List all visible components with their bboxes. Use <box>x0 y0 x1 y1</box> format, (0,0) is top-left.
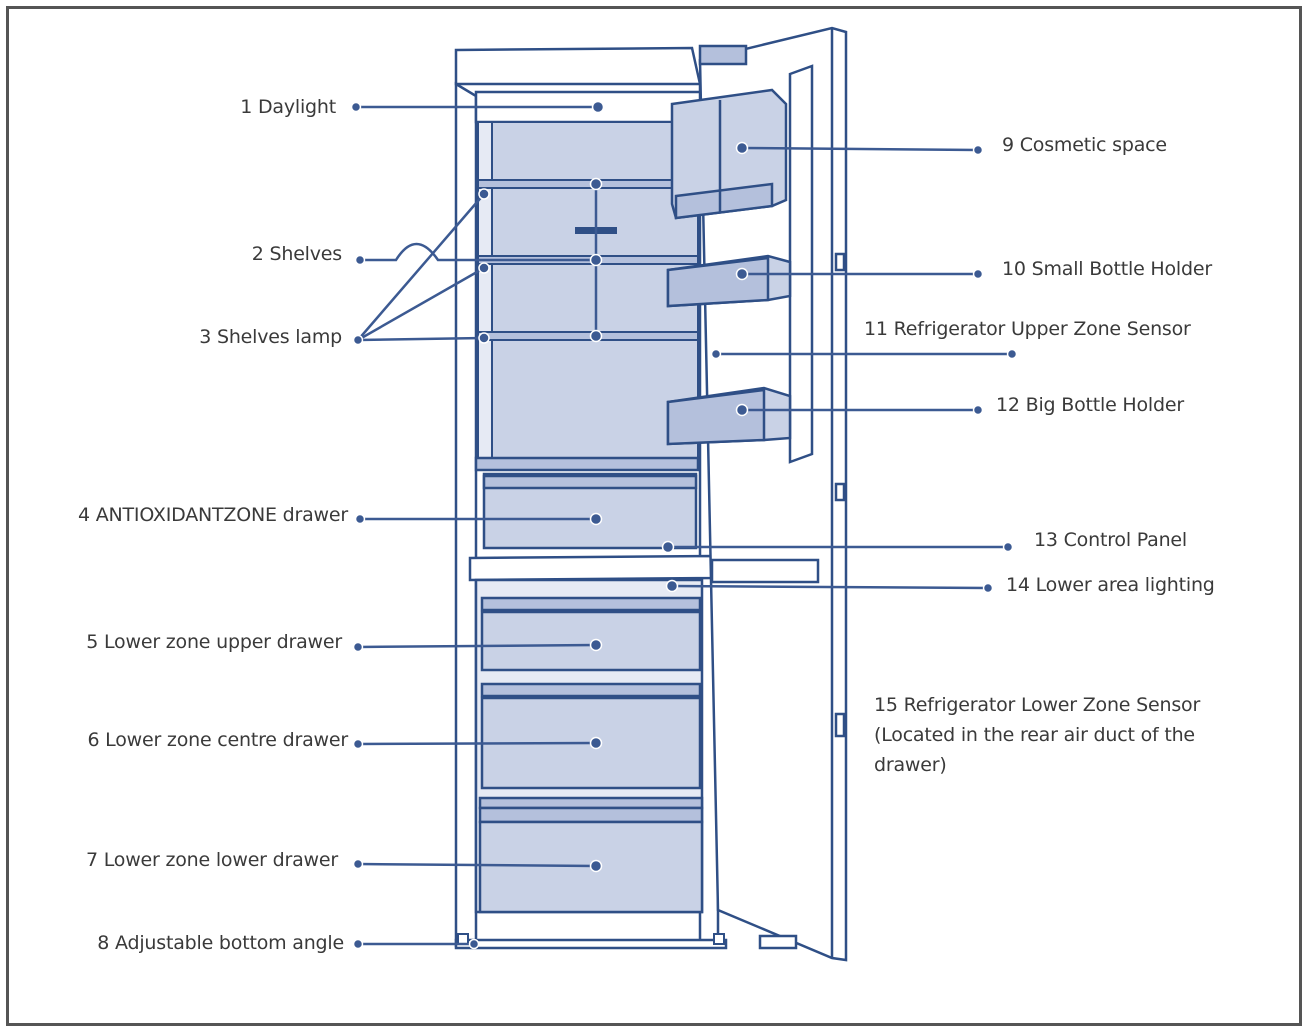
upper-compartment <box>477 121 699 459</box>
label-lower-centre-drawer: 6 Lower zone centre drawer <box>87 729 348 751</box>
label-daylight: 1 Daylight <box>240 96 336 118</box>
divider-bar <box>468 554 714 582</box>
leader-dots <box>350 100 1018 950</box>
label-big-bottle-holder: 12 Big Bottle Holder <box>996 394 1184 416</box>
label-antioxidant-drawer: 4 ANTIOXIDANTZONE drawer <box>77 504 348 526</box>
label-bottom-angle: 8 Adjustable bottom angle <box>97 932 344 954</box>
label-lower-area-lighting: 14 Lower area lighting <box>1006 574 1215 596</box>
lower-drawers <box>474 578 704 914</box>
antioxidant-drawer-shape <box>474 456 700 550</box>
label-control-panel: 13 Control Panel <box>1034 529 1187 551</box>
door-bins <box>666 88 792 446</box>
label-shelves: 2 Shelves <box>251 243 342 265</box>
leader-lines <box>354 105 1014 946</box>
label-lower-upper-drawer: 5 Lower zone upper drawer <box>86 631 342 653</box>
label-lower-zone-sensor: 15 Refrigerator Lower Zone Sensor (Locat… <box>874 694 1201 776</box>
label-upper-zone-sensor: 11 Refrigerator Upper Zone Sensor <box>864 318 1191 340</box>
label-small-bottle-holder: 10 Small Bottle Holder <box>1002 258 1212 280</box>
label-shelves-lamp: 3 Shelves lamp <box>199 326 342 348</box>
label-cosmetic-space: 9 Cosmetic space <box>1002 134 1167 156</box>
label-lower-lower-drawer: 7 Lower zone lower drawer <box>86 849 338 871</box>
